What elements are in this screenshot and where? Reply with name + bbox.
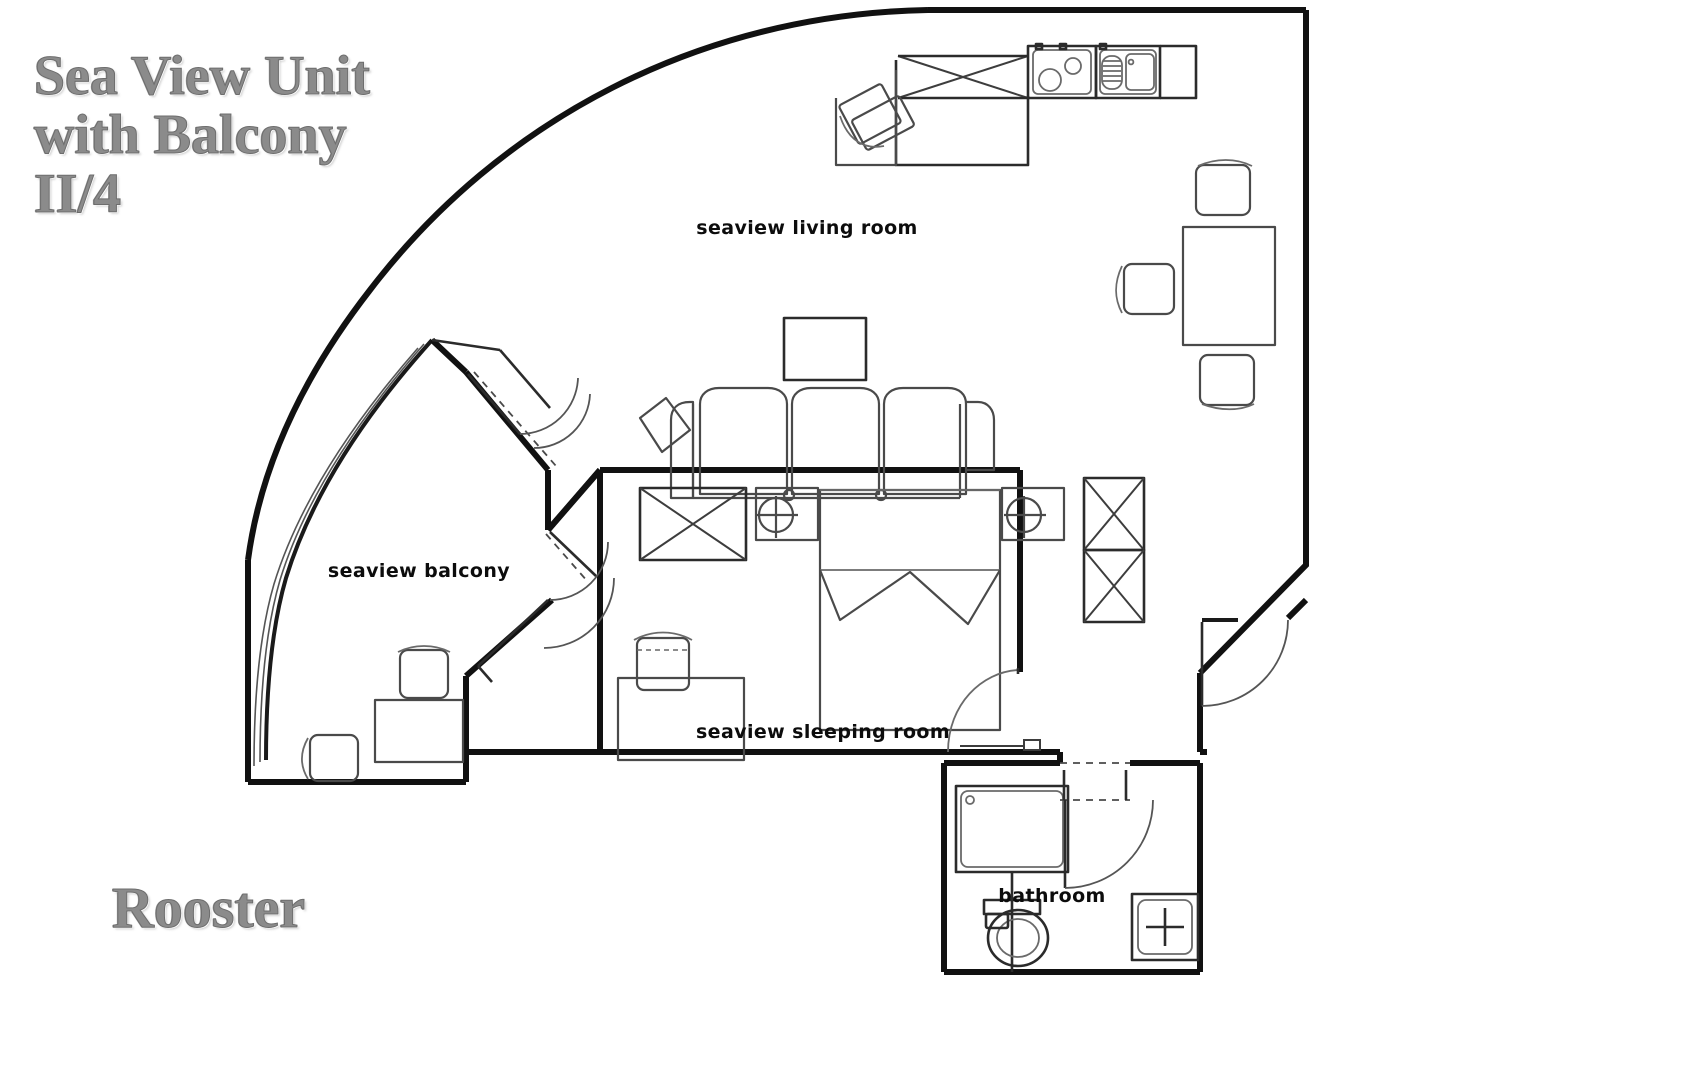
washbasin [1130, 892, 1200, 962]
double-bed [818, 488, 1002, 732]
armchair [638, 396, 692, 454]
dining-chair-bottom [1198, 353, 1256, 411]
desk [616, 676, 746, 762]
wardrobe-right [1082, 476, 1146, 624]
toilet [982, 898, 1050, 968]
nightstand-right [1000, 486, 1066, 542]
kitchen-appliance [838, 83, 915, 151]
dining-chair-left [1115, 262, 1176, 316]
sofa [669, 386, 996, 502]
kitchen-counter [834, 54, 1030, 167]
dining-chair-top [1194, 159, 1253, 217]
kitchen-stove [1026, 42, 1098, 100]
room-label-sleeping-room: seaview sleeping room [696, 721, 950, 743]
bathroom-door[interactable] [1060, 762, 1154, 889]
kitchen-sink [1094, 42, 1198, 100]
wardrobe-left [638, 486, 748, 562]
entrance-door[interactable] [1200, 597, 1309, 707]
balcony-door-bedroom[interactable] [477, 531, 615, 683]
interior-walls [429, 337, 1203, 975]
balcony-door-living[interactable] [431, 338, 591, 467]
bed-lamp-left [756, 496, 798, 538]
room-label-bathroom: bathroom [998, 885, 1106, 907]
desk-chair [633, 631, 693, 692]
coffee-table [782, 316, 868, 382]
room-label-living-room: seaview living room [696, 217, 918, 239]
bed-lamp-right [1004, 496, 1046, 538]
balcony-chair-upper [397, 645, 451, 700]
nightstand-left [754, 486, 820, 542]
bedroom-door[interactable] [947, 668, 1041, 753]
outer-walls [245, 7, 1309, 785]
balcony-table [373, 698, 465, 764]
shower-tray [954, 784, 1070, 972]
balcony-chair-lower [301, 733, 360, 783]
dining-table [1181, 225, 1277, 347]
room-label-balcony: seaview balcony [328, 560, 510, 582]
